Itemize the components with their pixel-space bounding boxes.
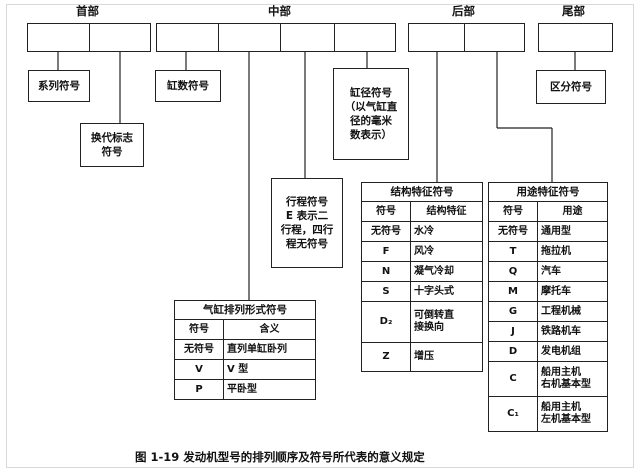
table-cell: M	[488, 281, 538, 302]
table-cell: V	[174, 359, 224, 380]
table-cell: N	[361, 261, 411, 282]
table-cell: D	[488, 341, 538, 362]
table-cell: 风冷	[410, 241, 483, 262]
table-cell: D₂	[361, 301, 411, 343]
bore-symbol-label: 缸径符号 （以气缸直 径的毫米 数表示）	[333, 68, 409, 160]
table-cell: 平卧型	[223, 379, 316, 400]
table-cell: 直列单缸卧列	[223, 339, 316, 360]
header-middle: 中部	[268, 4, 291, 18]
table-header: 含义	[223, 319, 316, 340]
header-tail: 尾部	[562, 4, 585, 18]
table-cell: 通用型	[537, 221, 608, 242]
table-cell: J	[488, 321, 538, 342]
cylinder-table-title: 气缸排列形式符号	[174, 300, 316, 320]
table-cell: 工程机械	[537, 301, 608, 322]
table-cell: 拖拉机	[537, 241, 608, 262]
table-cell: C	[488, 361, 538, 397]
table-header: 符号	[361, 201, 411, 222]
table-cell: 摩托车	[537, 281, 608, 302]
table-header: 用途	[537, 201, 608, 222]
header-head: 首部	[76, 4, 99, 18]
table-cell: V 型	[223, 359, 316, 380]
figure-caption: 图 1-19 发动机型号的排列顺序及符号所代表的意义规定	[135, 450, 425, 464]
table-cell: Z	[361, 342, 411, 372]
stroke-symbol-label: 行程符号 E 表示二 行程，四行 程无符号	[271, 178, 343, 268]
usage-table-title: 用途特征符号	[488, 182, 608, 202]
tail-code-box	[538, 23, 613, 52]
table-cell: C₁	[488, 396, 538, 432]
table-cell: 发电机组	[537, 341, 608, 362]
table-cell: 船用主机 右机基本型	[537, 361, 608, 397]
table-cell: 凝气冷却	[410, 261, 483, 282]
head-code-box	[27, 23, 151, 52]
table-cell: 水冷	[410, 221, 483, 242]
figure-frame	[6, 4, 634, 468]
table-cell: 十字头式	[410, 281, 483, 302]
cylinder-count-label: 缸数符号	[155, 70, 221, 102]
table-cell: 船用主机 左机基本型	[537, 396, 608, 432]
table-cell: G	[488, 301, 538, 322]
distinguish-symbol-label: 区分符号	[536, 70, 606, 104]
series-symbol-label: 系列符号	[28, 70, 90, 102]
table-cell: 汽车	[537, 261, 608, 282]
header-rear: 后部	[452, 4, 475, 18]
structure-table-title: 结构特征符号	[361, 182, 483, 202]
rear-code-box	[408, 23, 525, 52]
table-cell: 增压	[410, 342, 483, 372]
table-cell: 铁路机车	[537, 321, 608, 342]
table-cell: 无符号	[174, 339, 224, 360]
generation-mark-label: 换代标志 符号	[80, 123, 144, 167]
table-header: 符号	[174, 319, 224, 340]
middle-code-box	[156, 23, 396, 52]
table-cell: T	[488, 241, 538, 262]
table-cell: S	[361, 281, 411, 302]
table-cell: F	[361, 241, 411, 262]
table-cell: Q	[488, 261, 538, 282]
table-cell: P	[174, 379, 224, 400]
table-cell: 可倒转直 接换向	[410, 301, 483, 343]
table-cell: 无符号	[361, 221, 411, 242]
table-header: 结构特征	[410, 201, 483, 222]
table-header: 符号	[488, 201, 538, 222]
table-cell: 无符号	[488, 221, 538, 242]
